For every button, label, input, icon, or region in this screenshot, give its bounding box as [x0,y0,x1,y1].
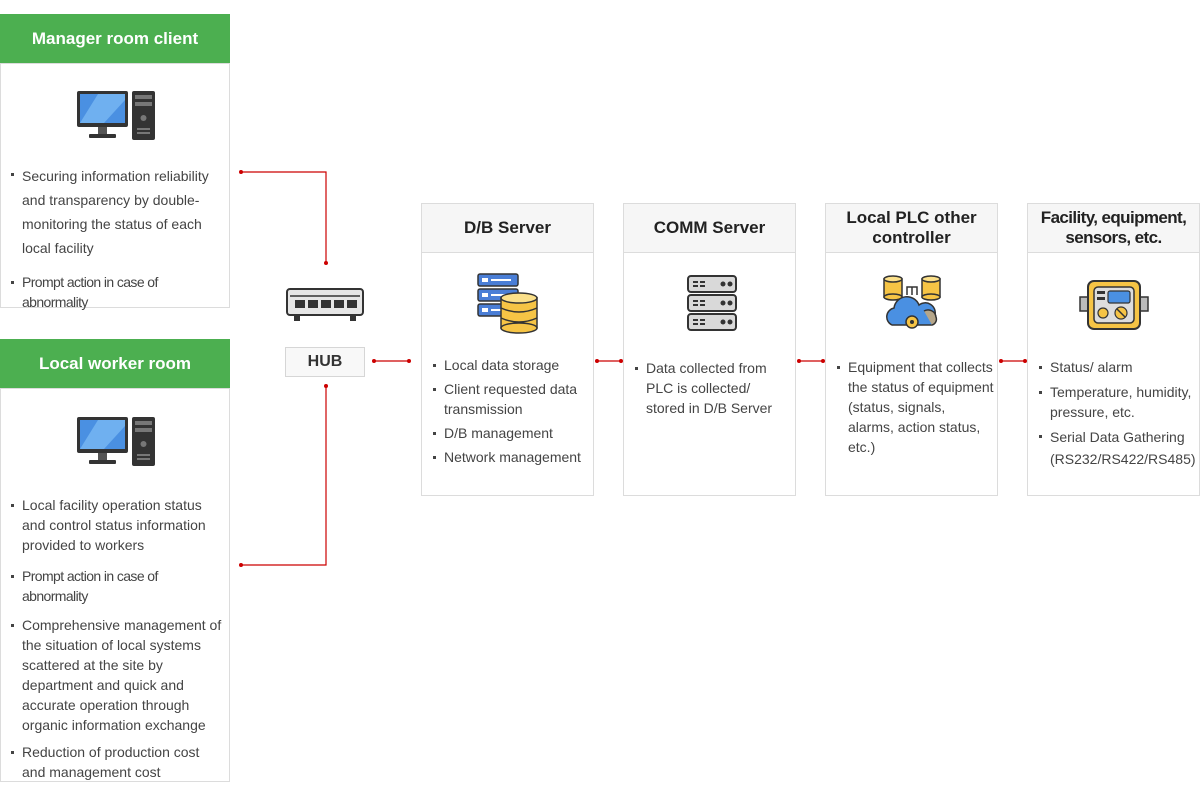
worker-room-panel: Local facility operation status and cont… [0,388,230,782]
list-item: Equipment that collects the status of eq… [836,357,994,457]
list-item: Client requested data transmission [432,379,590,419]
desktop-computer-icon [77,91,155,140]
plc-panel: Local PLC other controller Equipment tha… [825,203,998,496]
server-rack-icon [687,275,737,331]
manager-room-header: Manager room client [0,14,230,64]
worker-room-list: Local facility operation status and cont… [10,495,222,782]
facility-list: Status/ alarm Temperature, humidity, pre… [1038,357,1198,470]
list-item: Comprehensive management of the situatio… [10,615,222,735]
cloud-database-icon [883,275,941,329]
control-panel-icon [1079,280,1149,330]
comm-server-list: Data collected from PLC is collected/ st… [634,358,792,418]
list-item: Local facility operation status and cont… [10,495,222,555]
network-hub-icon [286,288,364,321]
db-server-panel: D/B Server Local data storage Client req… [421,203,594,496]
facility-panel: Facility, equipment, sensors, etc. Statu… [1027,203,1200,496]
desktop-computer-icon [77,417,155,466]
db-server-list: Local data storage Client requested data… [432,355,590,467]
manager-room-panel: Securing information reliability and tra… [0,63,230,310]
plc-list: Equipment that collects the status of eq… [836,357,994,457]
worker-room-header: Local worker room [0,339,230,389]
manager-room-list: Securing information reliability and tra… [10,164,222,312]
comm-server-panel: COMM Server Data collected from PLC is c… [623,203,796,496]
db-server-header: D/B Server [422,204,593,253]
database-server-icon [477,273,538,334]
list-item: Serial Data Gathering (RS232/RS422/RS485… [1038,426,1198,470]
list-item: Prompt action in case of abnormality [10,566,222,606]
list-item: Network management [432,447,590,467]
list-item: Prompt action in case of abnormality [10,272,222,312]
hub-label: HUB [285,347,365,377]
list-item: Local data storage [432,355,590,375]
facility-header: Facility, equipment, sensors, etc. [1028,204,1199,253]
list-item: Securing information reliability and tra… [10,164,222,260]
list-item: Status/ alarm [1038,357,1198,377]
list-item: Reduction of production cost and managem… [10,742,222,782]
list-item: D/B management [432,423,590,443]
list-item: Temperature, humidity, pressure, etc. [1038,382,1198,422]
list-item: Data collected from PLC is collected/ st… [634,358,792,418]
plc-header: Local PLC other controller [826,204,997,253]
comm-server-header: COMM Server [624,204,795,253]
